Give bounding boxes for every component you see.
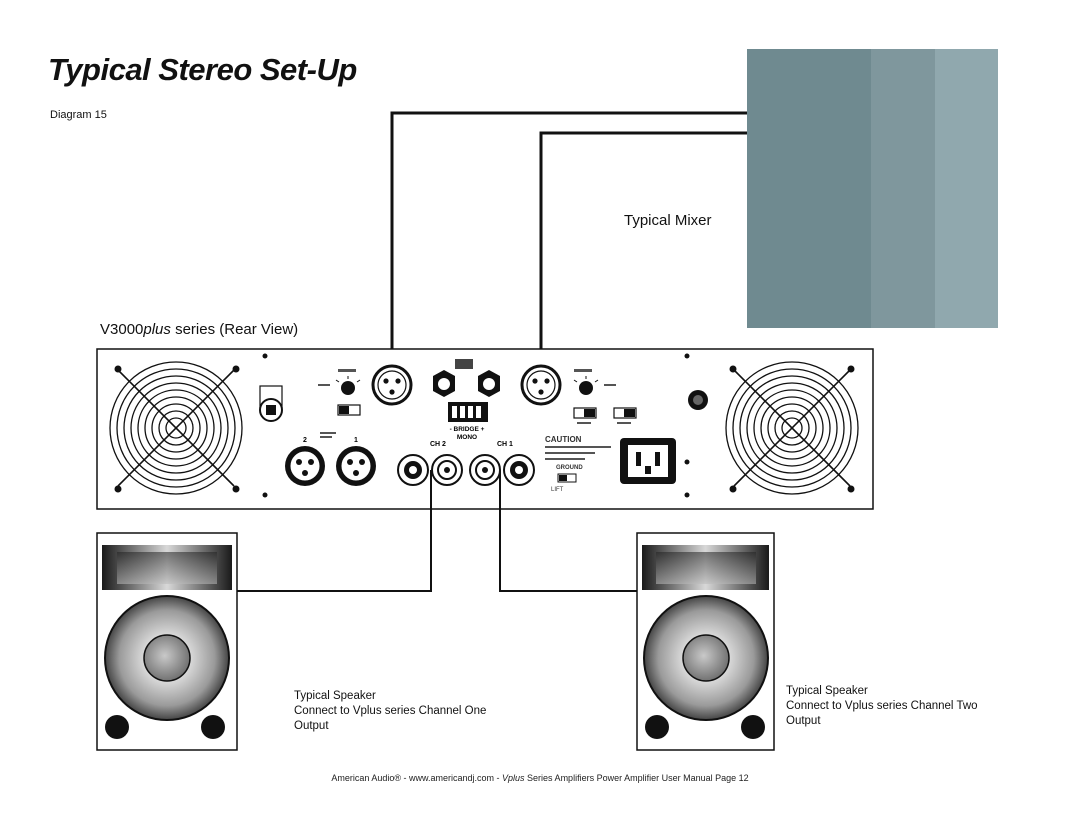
left-fan-grille bbox=[109, 361, 243, 495]
switch-right-a bbox=[573, 407, 597, 419]
lift-label: LIFT bbox=[551, 487, 564, 493]
page-footer: American Audio® - www.americandj.com - V… bbox=[0, 773, 1080, 783]
speaker-one-caption: Typical Speaker Connect to Vplus series … bbox=[294, 689, 486, 734]
left-fan-screws bbox=[114, 365, 240, 493]
footer-separator: - bbox=[401, 773, 409, 783]
speaker-one-instruction-cont: Output bbox=[294, 720, 329, 732]
xlr-input-right bbox=[520, 364, 562, 406]
mono-label: MONO bbox=[457, 434, 477, 441]
mixer bbox=[747, 49, 998, 328]
ch1-label: CH 1 bbox=[497, 441, 513, 448]
input-cables bbox=[390, 111, 747, 362]
xlr-input-left bbox=[371, 364, 413, 406]
speaker-cable-ch2 bbox=[499, 470, 638, 592]
binding-post-ch2-neg bbox=[397, 454, 429, 486]
power-inlet bbox=[620, 438, 676, 484]
input-cable-right bbox=[539, 131, 747, 362]
mixer-panel-left bbox=[747, 49, 871, 328]
speaker-two-instruction: Connect to Vplus series Channel Two bbox=[786, 700, 978, 712]
speaker-one-title: Typical Speaker bbox=[294, 690, 376, 702]
page-title: Typical Stereo Set-Up bbox=[48, 52, 357, 87]
speaker-one-instruction: Connect to Vplus series Channel One bbox=[294, 705, 487, 717]
caution-label: CAUTION bbox=[545, 435, 582, 444]
panel-screws bbox=[262, 353, 690, 498]
speaker-cable-ch1 bbox=[237, 470, 432, 592]
quarter-inch-jacks bbox=[433, 370, 500, 397]
input-2-label: 2 bbox=[303, 437, 307, 444]
mixer-panel-right bbox=[935, 49, 998, 328]
speaker-cables bbox=[237, 470, 638, 592]
speaker-two-caption: Typical Speaker Connect to Vplus series … bbox=[786, 684, 978, 729]
ground-label: GROUND bbox=[556, 465, 583, 471]
binding-post-ch1-neg bbox=[503, 454, 535, 486]
right-fan-grille bbox=[725, 361, 859, 495]
speaker-two bbox=[636, 532, 775, 751]
amplifier-label: V3000plus series (Rear View) bbox=[100, 321, 298, 338]
gain-knob-right bbox=[573, 376, 599, 395]
xlr-input-2 bbox=[285, 446, 325, 486]
amplifier-model: V3000 bbox=[100, 321, 144, 338]
gain-knob-left bbox=[335, 376, 361, 395]
speaker-one bbox=[96, 532, 238, 751]
speaker-two-instruction-cont: Output bbox=[786, 715, 821, 727]
footer-manual-page: Series Amplifiers Power Amplifier User M… bbox=[524, 773, 749, 783]
ch2-label: CH 2 bbox=[430, 441, 446, 448]
binding-post-ch1-pos bbox=[469, 454, 501, 486]
footer-brand: American Audio® bbox=[331, 773, 401, 783]
mixer-panel-middle bbox=[871, 49, 935, 328]
footer-separator: - bbox=[494, 773, 503, 783]
binding-posts bbox=[397, 454, 535, 486]
amplifier-view: series (Rear View) bbox=[170, 321, 299, 338]
switch-right-b bbox=[613, 407, 637, 419]
dip-switch-block bbox=[448, 359, 488, 422]
amplifier-model-suffix: plus bbox=[143, 321, 171, 338]
footer-product-name: Vplus bbox=[502, 773, 525, 783]
footer-url: www.americandj.com bbox=[409, 773, 495, 783]
ground-lift-switch bbox=[557, 473, 577, 483]
binding-post-ch2-pos bbox=[431, 454, 463, 486]
circuit-breaker bbox=[688, 390, 708, 410]
bridge-label: - BRIDGE + bbox=[450, 426, 485, 433]
side-connector bbox=[259, 385, 283, 422]
panel-fine-print bbox=[318, 369, 631, 460]
xlr-input-1 bbox=[336, 446, 376, 486]
switch-left bbox=[337, 404, 361, 416]
mixer-label: Typical Mixer bbox=[624, 212, 712, 229]
diagram-number: Diagram 15 bbox=[50, 109, 107, 121]
amplifier-rear-panel: - BRIDGE + MONO CH 2 CH 1 bbox=[96, 348, 874, 510]
right-fan-screws bbox=[729, 365, 855, 493]
input-1-label: 1 bbox=[354, 437, 358, 444]
speaker-two-title: Typical Speaker bbox=[786, 685, 868, 697]
input-cable-left bbox=[390, 111, 747, 362]
